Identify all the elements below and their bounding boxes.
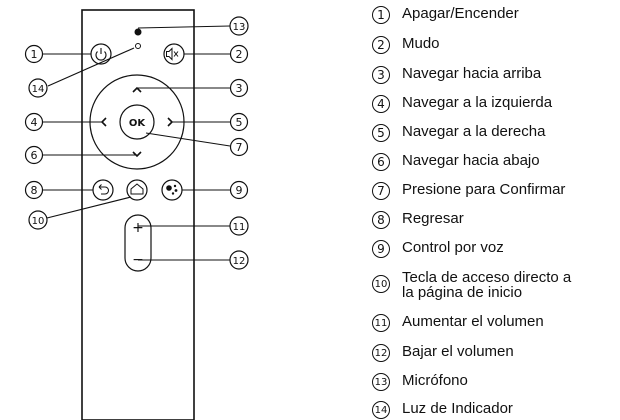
legend-num: 10 xyxy=(372,275,390,293)
indicator-light xyxy=(135,43,141,49)
legend-label: Mudo xyxy=(402,35,440,52)
callout-3: 3 xyxy=(229,78,249,98)
mute-button xyxy=(163,43,185,65)
callout-11: 11 xyxy=(229,216,249,236)
legend-label: Navegar hacia arriba xyxy=(402,65,542,82)
legend-num: 7 xyxy=(372,182,390,200)
mute-icon xyxy=(166,47,179,61)
svg-text:13: 13 xyxy=(233,22,246,33)
callout-14: 14 xyxy=(28,78,48,98)
svg-text:11: 11 xyxy=(233,222,246,233)
nav-right-arrow xyxy=(167,117,174,127)
callout-7: 7 xyxy=(229,137,249,157)
legend-num: 1 xyxy=(372,6,390,24)
legend-num: 2 xyxy=(372,36,390,54)
legend-label: Regresar xyxy=(402,210,464,227)
home-icon xyxy=(130,183,144,195)
nav-down-arrow xyxy=(132,151,142,158)
legend-label: Micrófono xyxy=(402,372,468,389)
svg-text:5: 5 xyxy=(236,116,243,129)
legend-num: 14 xyxy=(372,401,390,419)
microphone-dot xyxy=(134,28,142,36)
legend-num: 4 xyxy=(372,95,390,113)
legend-item-12: 12 Bajar el volumen xyxy=(372,344,514,362)
svg-text:2: 2 xyxy=(236,48,243,61)
legend-num: 5 xyxy=(372,124,390,142)
legend-num: 12 xyxy=(372,344,390,362)
power-icon xyxy=(95,48,107,61)
svg-text:3: 3 xyxy=(236,82,243,95)
home-button xyxy=(126,179,148,201)
svg-text:8: 8 xyxy=(31,184,38,197)
legend-item-3: 3 Navegar hacia arriba xyxy=(372,66,541,84)
legend-label: Navegar a la derecha xyxy=(402,123,546,140)
callout-9: 9 xyxy=(229,180,249,200)
leader-lines xyxy=(42,25,231,261)
svg-text:6: 6 xyxy=(31,149,38,162)
svg-text:12: 12 xyxy=(233,256,246,267)
legend-item-14: 14 Luz de Indicador xyxy=(372,401,513,419)
legend-label: Navegar a la izquierda xyxy=(402,94,553,111)
ok-label: OK xyxy=(129,118,147,129)
remote-diagram: OK + − 1 2 3 xyxy=(24,9,249,420)
svg-text:4: 4 xyxy=(31,116,38,129)
legend-num: 8 xyxy=(372,211,390,229)
callout-10: 10 xyxy=(28,210,48,230)
svg-text:14: 14 xyxy=(32,84,45,95)
legend-label: Bajar el volumen xyxy=(402,343,514,360)
legend-num: 6 xyxy=(372,153,390,171)
back-button xyxy=(92,179,114,201)
legend-item-6: 6 Navegar hacia abajo xyxy=(372,153,540,171)
legend-label: Control por voz xyxy=(402,239,504,256)
legend-item-11: 11 Aumentar el volumen xyxy=(372,314,544,332)
legend-item-13: 13 Micrófono xyxy=(372,373,468,391)
back-icon xyxy=(98,184,109,195)
legend-label: Presione para Confirmar xyxy=(402,181,566,198)
callout-2: 2 xyxy=(229,44,249,64)
legend-item-9: 9 Control por voz xyxy=(372,240,504,258)
legend-item-5: 5 Navegar a la derecha xyxy=(372,124,545,142)
nav-up-arrow xyxy=(132,86,142,93)
leader-10 xyxy=(46,196,132,219)
callout-6: 6 xyxy=(24,145,44,165)
callout-1: 1 xyxy=(24,44,44,64)
legend-label: Aumentar el volumen xyxy=(402,313,544,330)
svg-text:7: 7 xyxy=(236,141,243,154)
legend-label: Apagar/Encender xyxy=(402,5,519,22)
callout-12: 12 xyxy=(229,250,249,270)
legend-num: 9 xyxy=(372,240,390,258)
legend-item-2: 2 Mudo xyxy=(372,36,440,54)
svg-text:10: 10 xyxy=(32,216,45,227)
nav-left-arrow xyxy=(100,117,107,127)
legend-num: 11 xyxy=(372,314,390,332)
legend-item-7: 7 Presione para Confirmar xyxy=(372,182,565,200)
svg-text:1: 1 xyxy=(31,48,38,61)
callout-13: 13 xyxy=(229,16,249,36)
legend-label: Tecla de acceso directo a la página de i… xyxy=(402,269,572,301)
leader-14 xyxy=(47,47,135,87)
legend-item-4: 4 Navegar a la izquierda xyxy=(372,95,552,113)
callout-5: 5 xyxy=(229,112,249,132)
voice-button xyxy=(161,179,183,201)
legend-label: Navegar hacia abajo xyxy=(402,152,540,169)
leader-7 xyxy=(145,132,231,147)
remote-body xyxy=(81,9,195,420)
legend-item-8: 8 Regresar xyxy=(372,211,464,229)
legend-label: Luz de Indicador xyxy=(402,400,513,417)
voice-assistant-icon xyxy=(166,184,178,195)
legend-item-1: 1 Apagar/Encender xyxy=(372,6,519,24)
leader-13 xyxy=(137,25,231,29)
callout-8: 8 xyxy=(24,180,44,200)
power-button xyxy=(90,43,112,65)
legend-num: 13 xyxy=(372,373,390,391)
volume-plus-label: + xyxy=(132,220,144,236)
callout-4: 4 xyxy=(24,112,44,132)
legend-num: 3 xyxy=(372,66,390,84)
legend-item-10: 10 Tecla de acceso directo a la página de… xyxy=(372,270,571,300)
ok-button xyxy=(119,104,155,140)
volume-rocker xyxy=(124,214,152,272)
svg-text:9: 9 xyxy=(236,184,243,197)
